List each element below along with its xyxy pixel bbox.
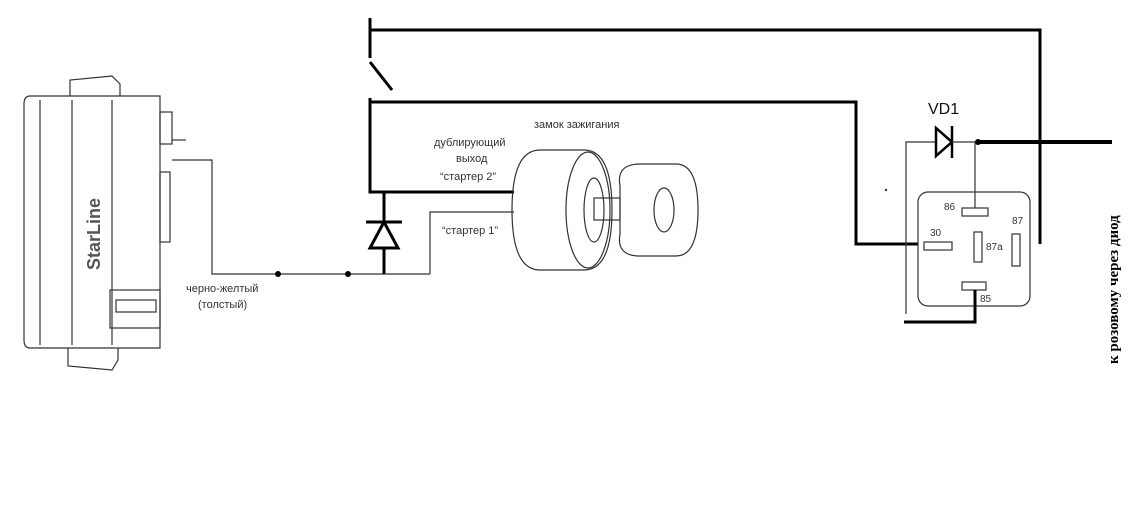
dup-output-label-2: выход (456, 153, 488, 165)
ignition-lock-label: замок зажигания (534, 119, 619, 131)
diode-symbol (366, 192, 430, 275)
pin-87-label: 87 (1012, 216, 1024, 227)
brand-label: StarLine (84, 198, 104, 270)
starline-unit: StarLine (23, 75, 186, 371)
dup-output-label-1: дублирующий (434, 137, 506, 149)
diode-vd1-label: VD1 (928, 101, 959, 118)
main-wires (368, 18, 1042, 274)
wire-black-yellow (172, 159, 384, 277)
pin-30-label: 30 (930, 228, 942, 239)
starter-1-label: “стартер 1” (442, 225, 498, 237)
side-note-label: к розовому через диод (1106, 215, 1122, 364)
relay-wiring (884, 125, 1112, 324)
junction-dot (275, 271, 281, 277)
relay: 86 87 30 87a 85 (917, 191, 1031, 307)
junction-dot (975, 139, 981, 145)
wire-thickness-label: (толстый) (198, 299, 247, 311)
ignition-lock (511, 149, 699, 271)
junction-dot (345, 271, 351, 277)
pin-87a-label: 87a (986, 242, 1003, 253)
pin-85-label: 85 (980, 294, 992, 305)
pin-86-label: 86 (944, 202, 956, 213)
dup-output-label-3: “стартер 2” (440, 171, 496, 183)
wire-color-label: черно-желтый (186, 283, 258, 295)
